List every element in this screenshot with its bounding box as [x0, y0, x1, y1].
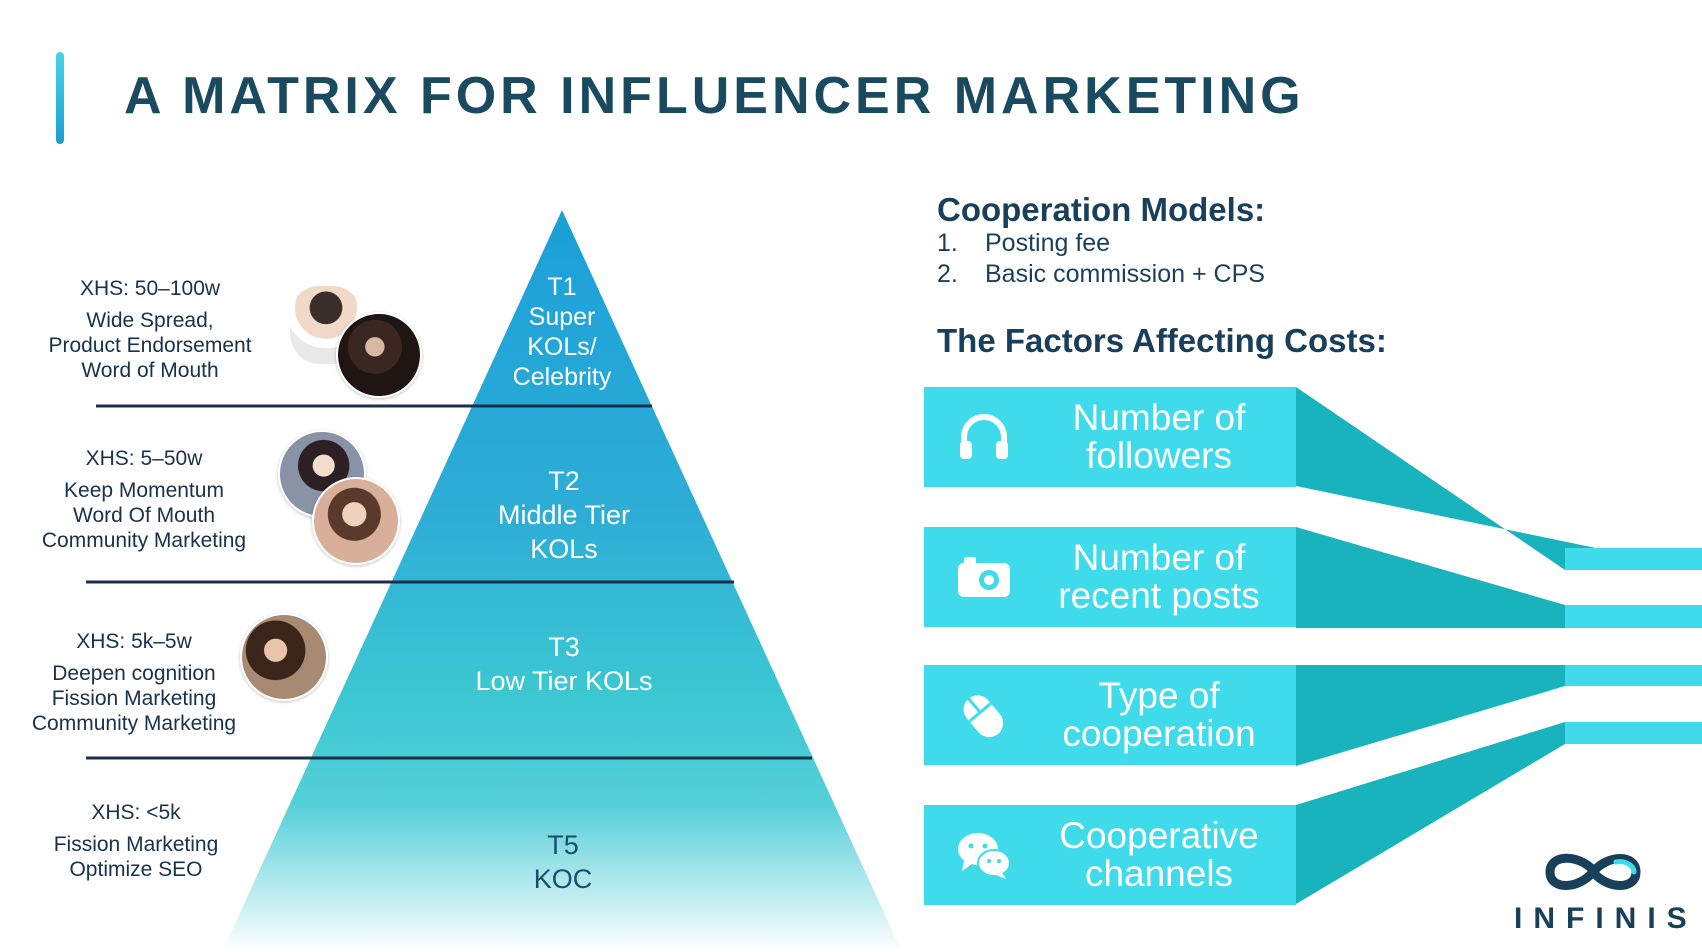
tier-1-label: T1 Super KOLs/ Celebrity [512, 273, 612, 391]
tier-4-description: XHS: <5k Fission Marketing Optimize SEO [16, 800, 256, 882]
tier-2-xhs: XHS: 5–50w [85, 447, 203, 470]
logo-text: INFINIS [1514, 902, 1698, 935]
mouse-icon [963, 695, 1004, 738]
tier-2-label: T2 Middle Tier KOLs [497, 466, 631, 564]
funnel-connectors [1296, 387, 1702, 904]
tier-3-description: XHS: 5k–5w Deepen cognition Fission Mark… [14, 629, 254, 736]
tier-1-description: XHS: 50–100w Wide Spread, Product Endors… [30, 276, 270, 383]
tier-3-label: T3 Low Tier KOLs [475, 632, 653, 696]
tier-4-xhs: XHS: <5k [91, 801, 181, 824]
cooperation-models-heading: Cooperation Models: [937, 191, 1266, 228]
influencer-avatar [240, 613, 328, 701]
infinis-logo [1545, 853, 1641, 890]
title-accent-bar [56, 52, 64, 144]
influencer-avatar [336, 312, 422, 398]
headphones-icon [960, 414, 1008, 459]
wechat-icon [958, 833, 1011, 879]
cost-factors-heading: The Factors Affecting Costs: [937, 322, 1387, 359]
camera-icon [958, 557, 1010, 597]
list-item: 2. Basic commission + CPS [937, 260, 1265, 288]
tier-4-label: T5 KOC [533, 830, 593, 894]
tier-1-xhs: XHS: 50–100w [79, 277, 221, 300]
influencer-avatar [312, 477, 400, 565]
tier-2-description: XHS: 5–50w Keep Momentum Word Of Mouth C… [22, 446, 266, 553]
tier-3-xhs: XHS: 5k–5w [76, 630, 192, 653]
page-title: A MATRIX FOR INFLUENCER MARKETING [124, 67, 1305, 125]
list-item: 1. Posting fee [937, 229, 1111, 257]
cooperation-models-list: 1. Posting fee 2. Basic commission + CPS [937, 228, 1265, 290]
